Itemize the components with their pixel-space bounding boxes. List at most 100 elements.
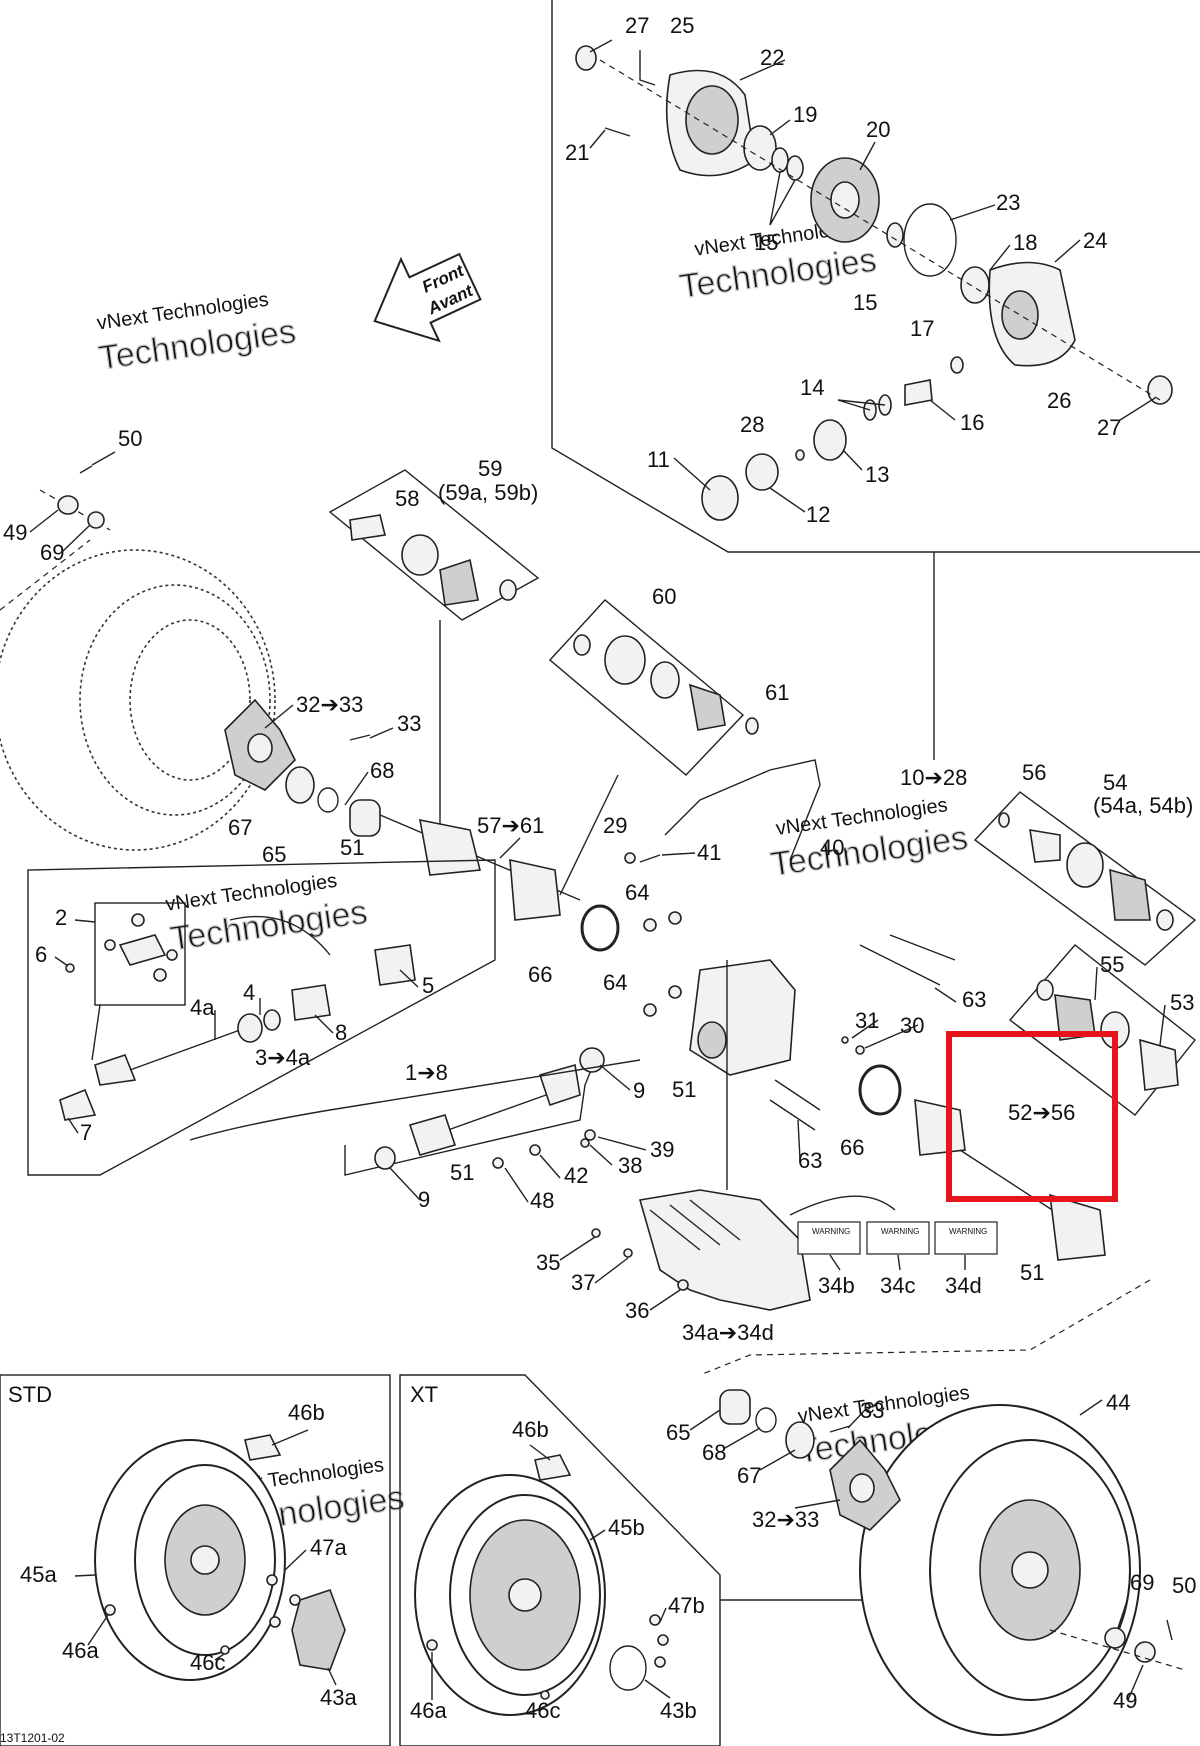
front-differential-housing: [643, 911, 956, 1131]
callout-54-sub: (54a, 54b): [1093, 793, 1193, 818]
washer-69a: [87, 511, 105, 529]
callout-46b-std: 46b: [288, 1400, 325, 1425]
callout-15a: 15: [754, 230, 778, 255]
differential-parts: [575, 45, 1173, 521]
outer-joint-56: [1029, 829, 1061, 863]
seal-66a: [580, 904, 620, 952]
callout-51c: 51: [450, 1160, 474, 1185]
shaft-52: [959, 1149, 1061, 1216]
callout-69a: 69: [40, 540, 64, 565]
callout-38: 38: [618, 1153, 642, 1178]
warning-label-34d-text: WARNING: [949, 1227, 987, 1236]
callout-23: 23: [996, 190, 1020, 215]
callout-59: 59: [478, 456, 502, 481]
callout-50a: 50: [118, 426, 142, 451]
washer-30: [855, 1045, 865, 1055]
callout-34a-34d: 34a➔34d: [682, 1320, 774, 1345]
prop-shaft-4a: [129, 1029, 241, 1071]
callout-59-sub: (59a, 59b): [438, 480, 538, 505]
callout-57-61: 57➔61: [477, 813, 544, 838]
callout-47a: 47a: [310, 1535, 347, 1560]
inner-cv-joint-52: [914, 1098, 966, 1156]
housing-bore: [1001, 290, 1039, 340]
callout-69b: 69: [1130, 1570, 1154, 1595]
housing-cover-bore: [685, 85, 739, 155]
center-cap-43a: [291, 1588, 346, 1671]
callout-64a: 64: [625, 880, 649, 905]
callout-61: 61: [765, 680, 789, 705]
section-label-xt: XT: [410, 1382, 438, 1407]
callout-45b: 45b: [608, 1515, 645, 1540]
callout-32-33a: 32➔33: [296, 692, 363, 717]
callout-44: 44: [1106, 1390, 1130, 1415]
washer-69b: [1104, 1627, 1126, 1649]
highlight-label-52-56: 52➔56: [1008, 1100, 1075, 1125]
valve-46a-xt: [426, 1639, 438, 1651]
cv-boot-kit-59: [349, 514, 517, 606]
callout-34d: 34d: [945, 1273, 982, 1298]
callout-15b: 15: [853, 290, 877, 315]
nut-49b: [1134, 1641, 1156, 1663]
propeller-shaft-parts: [59, 902, 416, 1121]
bolt-63b: [889, 934, 956, 961]
nut-64a: [643, 918, 657, 932]
nut-12: [745, 453, 779, 491]
highlight-box-52-56: [946, 1031, 1118, 1202]
yoke-7: [59, 1088, 97, 1121]
callout-29: 29: [603, 813, 627, 838]
left-hub-group: [224, 698, 381, 837]
seal-11: [701, 475, 739, 521]
callout-2: 2: [55, 905, 67, 930]
fitting-41: [639, 854, 661, 863]
seal-66b: [858, 1064, 902, 1116]
callout-49b: 49: [1113, 1688, 1137, 1713]
callout-leaders: [29, 39, 1166, 1701]
section-label-std: STD: [8, 1382, 52, 1407]
callout-6: 6: [35, 942, 47, 967]
propeller-shaft-box: [27, 859, 496, 1176]
callout-65b: 65: [666, 1420, 690, 1445]
yoke-lower-a: [408, 1114, 457, 1156]
callout-67a: 67: [228, 815, 252, 840]
clamp-54a: [1066, 842, 1104, 888]
nut-47b-a: [649, 1614, 661, 1626]
callout-8a: 8: [335, 1020, 347, 1045]
callout-46b-xt: 46b: [512, 1417, 549, 1442]
nut-47a-c: [269, 1616, 281, 1628]
yoke-7b: [94, 1054, 137, 1086]
callout-36: 36: [625, 1298, 649, 1323]
o-ring-23: [903, 203, 957, 277]
callout-9b: 9: [418, 1187, 430, 1212]
bolt-33a: [349, 734, 371, 741]
callout-3-4a: 3➔4a: [255, 1045, 311, 1070]
callout-48: 48: [530, 1188, 554, 1213]
clamp-61: [745, 717, 759, 735]
valve-46a-std: [104, 1604, 116, 1616]
differential-housing: [689, 959, 796, 1076]
bearing-65a: [349, 799, 381, 837]
cv-boot-kit-59-box: [328, 469, 540, 621]
valve-46b-std: [244, 1434, 282, 1461]
callout-46c-std: 46c: [190, 1650, 225, 1675]
screw-31: [841, 1036, 849, 1044]
nut-46c-std: [220, 1645, 230, 1655]
circlip-68b: [755, 1407, 777, 1433]
fitting-29: [624, 852, 636, 864]
nut-36: [677, 1279, 689, 1291]
callout-35: 35: [536, 1250, 560, 1275]
diff-output: [697, 1021, 727, 1059]
callout-66a: 66: [528, 962, 552, 987]
callout-21: 21: [565, 140, 589, 165]
callout-45a: 45a: [20, 1562, 57, 1587]
front-direction-arrow: Front Avant: [373, 252, 482, 343]
callout-55: 55: [1100, 952, 1124, 977]
u-joint-kit-2-box: [94, 902, 186, 1006]
pinion-16: [904, 379, 933, 406]
xt-wheel-box: [399, 1374, 721, 1746]
callout-46c-xt: 46c: [525, 1698, 560, 1723]
cv-boot-kit-60-box: [548, 599, 745, 776]
nut-64d: [668, 985, 682, 999]
callout-68a: 68: [370, 758, 394, 783]
callout-9a: 9: [633, 1078, 645, 1103]
outer-cv-joint-52: [1049, 1193, 1106, 1261]
